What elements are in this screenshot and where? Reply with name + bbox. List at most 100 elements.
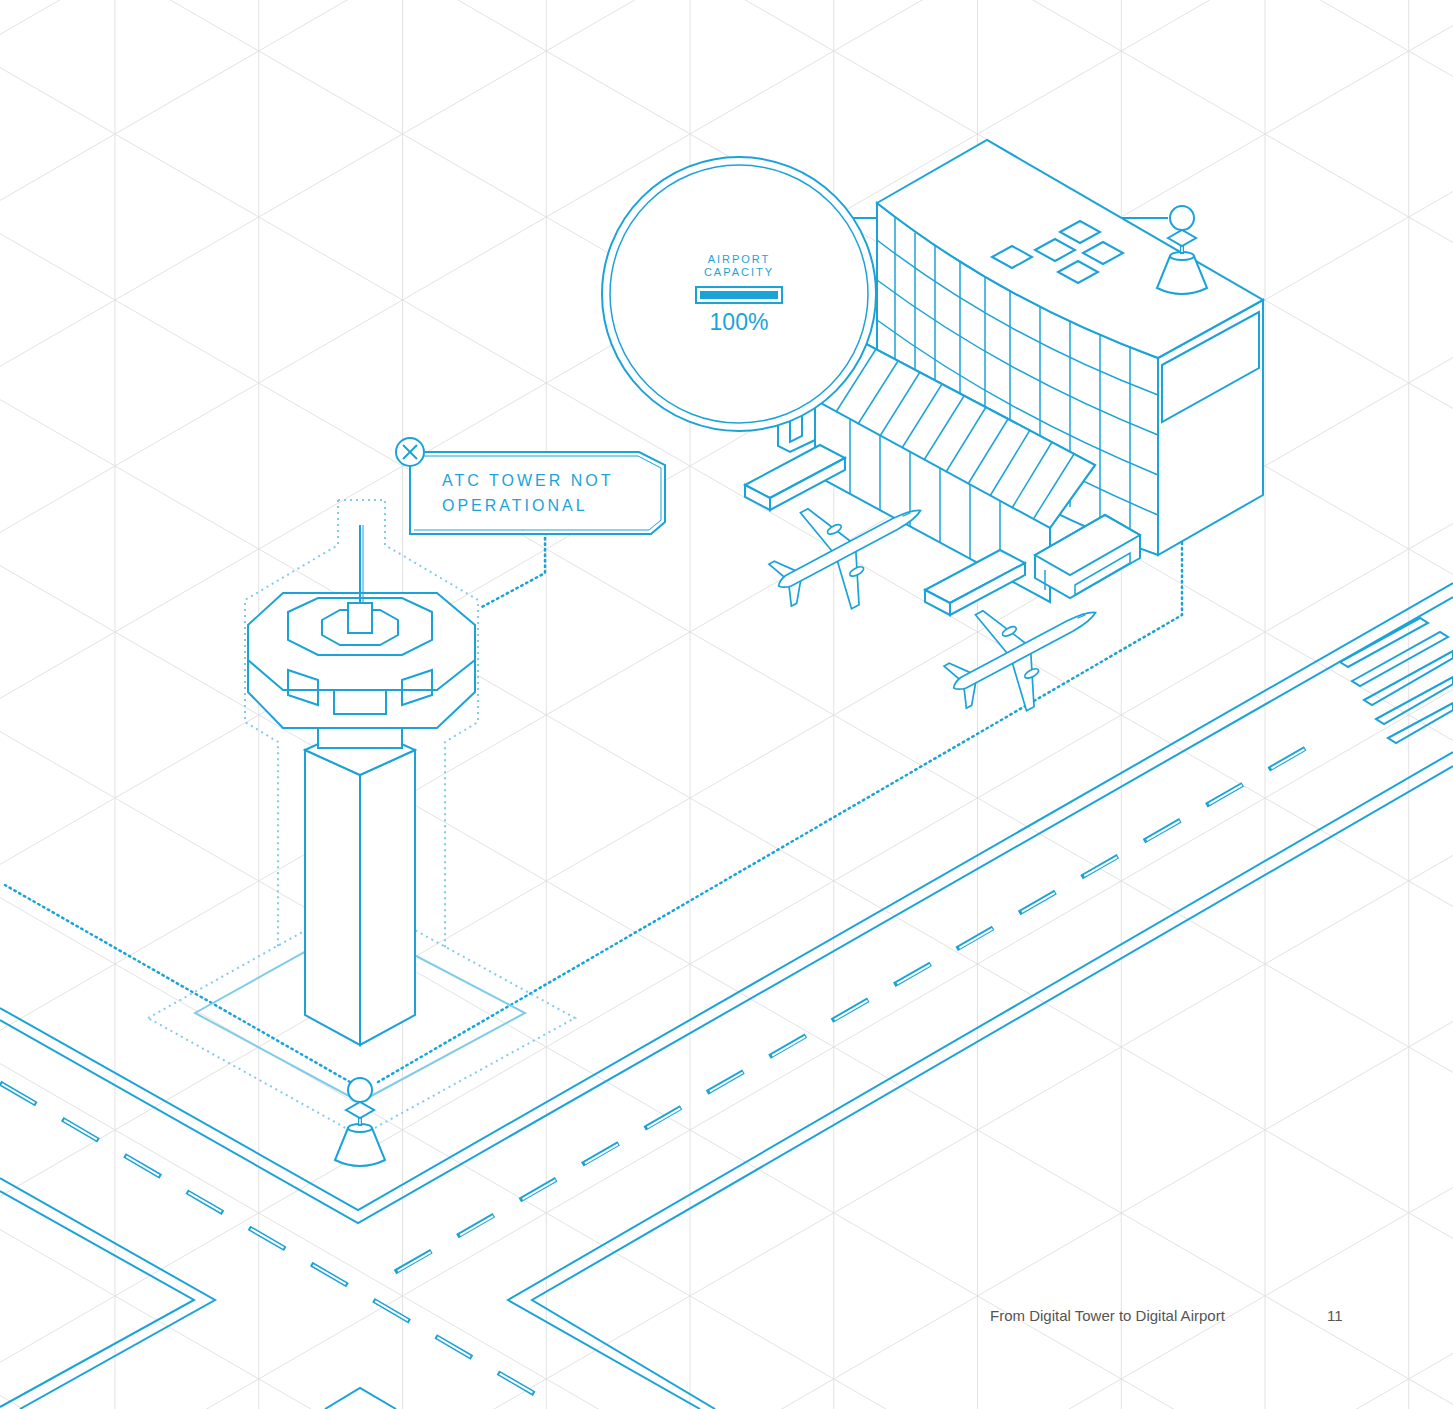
grid-line <box>1121 0 1122 1409</box>
gauge-ring <box>610 165 868 423</box>
terminal-building <box>1034 454 1074 518</box>
gauge-value: 100% <box>710 308 769 336</box>
gauge-label: AIRPORT CAPACITY <box>691 253 787 279</box>
terminal-building <box>924 396 964 460</box>
terminal-building <box>1044 570 1046 590</box>
bar-fill <box>700 291 778 299</box>
dotted-links <box>5 885 350 1082</box>
terminal-building <box>950 563 1025 615</box>
atc-tower <box>288 670 318 705</box>
terminal-building <box>946 407 986 472</box>
grid-line <box>0 68 1453 907</box>
atc-tower <box>248 660 475 690</box>
terminal-building <box>880 372 920 436</box>
runway <box>0 1083 545 1400</box>
threshold-stripes <box>1388 703 1453 743</box>
terminal-building <box>925 590 950 615</box>
runway <box>395 737 1325 1272</box>
grid-line <box>0 898 1453 1409</box>
terminal-building <box>1035 515 1140 598</box>
grid-line <box>0 1187 1453 1409</box>
callout-border <box>410 452 665 534</box>
threshold-stripes <box>1364 651 1453 705</box>
terminal-building <box>1099 334 1101 521</box>
atc-tower <box>148 500 575 1136</box>
terminal-building <box>990 430 1030 496</box>
atc-tower <box>360 750 415 1045</box>
threshold-stripes <box>1340 618 1453 743</box>
terminal-building <box>1045 553 1130 595</box>
grid-line <box>0 400 1453 1239</box>
terminal-building <box>992 246 1032 268</box>
atc-tower <box>359 525 361 603</box>
grid-line <box>0 1230 1453 1409</box>
status-callout: ATC TOWER NOT OPERATIONAL <box>410 452 665 534</box>
runway <box>0 1191 194 1407</box>
atc-tower <box>305 725 415 775</box>
page-number: 11 <box>1327 1307 1343 1324</box>
grid-line <box>0 0 1453 34</box>
airplanes <box>753 462 1121 735</box>
footer-title: From Digital Tower to Digital Airport <box>990 1307 1225 1324</box>
atc-tower <box>245 500 478 950</box>
capacity-bar <box>695 286 783 304</box>
grid-line <box>0 0 1453 698</box>
threshold-stripes <box>1340 618 1428 667</box>
grid-line <box>0 0 1453 741</box>
runway <box>0 1083 545 1400</box>
error-icon <box>396 438 424 466</box>
error-icon <box>403 445 417 459</box>
airplanes <box>753 462 946 633</box>
runway <box>0 1178 215 1409</box>
terminal-building <box>1058 261 1098 283</box>
runway <box>0 597 1453 1223</box>
runway <box>0 583 1453 1409</box>
grid-line <box>0 689 1453 1409</box>
atc-tower <box>363 525 364 603</box>
terminal-building <box>1083 242 1123 264</box>
terminal-building <box>1035 239 1075 261</box>
terminal-building <box>969 484 971 558</box>
terminal-building <box>1075 553 1130 595</box>
airplanes <box>928 564 1121 735</box>
runway <box>532 766 1453 1409</box>
runway <box>396 738 1324 1272</box>
terminal-building <box>745 485 770 510</box>
grid-line <box>0 191 1453 1030</box>
atc-tower <box>348 603 372 633</box>
atc-tower <box>288 598 432 655</box>
terminal-building <box>770 458 845 510</box>
grid-line <box>0 1353 1453 1409</box>
terminal-building <box>1129 346 1131 536</box>
grid-line <box>546 0 547 1409</box>
bar-frame <box>696 287 782 303</box>
grid-line <box>0 0 1453 575</box>
dotted-links <box>480 538 545 608</box>
terminal-building <box>1060 221 1100 243</box>
runway <box>0 583 1453 1210</box>
atc-tower <box>248 593 475 728</box>
threshold-stripes <box>1352 632 1448 686</box>
gauge-ring <box>602 157 876 431</box>
terminal-building <box>968 419 1008 484</box>
grid-line <box>0 855 1453 1409</box>
grid-line <box>0 0 1453 77</box>
atc-tower <box>402 670 432 705</box>
camera-masts <box>335 1078 385 1166</box>
grid-line <box>0 523 1453 1362</box>
grid-line <box>1408 0 1409 1409</box>
capacity-gauge: AIRPORT CAPACITY 100% <box>601 156 877 432</box>
terminal-building <box>902 384 942 448</box>
gauge-content: AIRPORT CAPACITY 100% <box>601 156 877 432</box>
terminal-building <box>939 468 941 542</box>
grid-line <box>115 0 116 1409</box>
atc-tower <box>305 750 360 1045</box>
callout-content: ATC TOWER NOT OPERATIONAL <box>442 468 651 518</box>
terminal-building <box>858 361 898 424</box>
callout-text: ATC TOWER NOT OPERATIONAL <box>442 468 651 518</box>
runway <box>508 752 1453 1409</box>
terminal-building <box>849 420 851 494</box>
grid-line <box>0 566 1453 1405</box>
